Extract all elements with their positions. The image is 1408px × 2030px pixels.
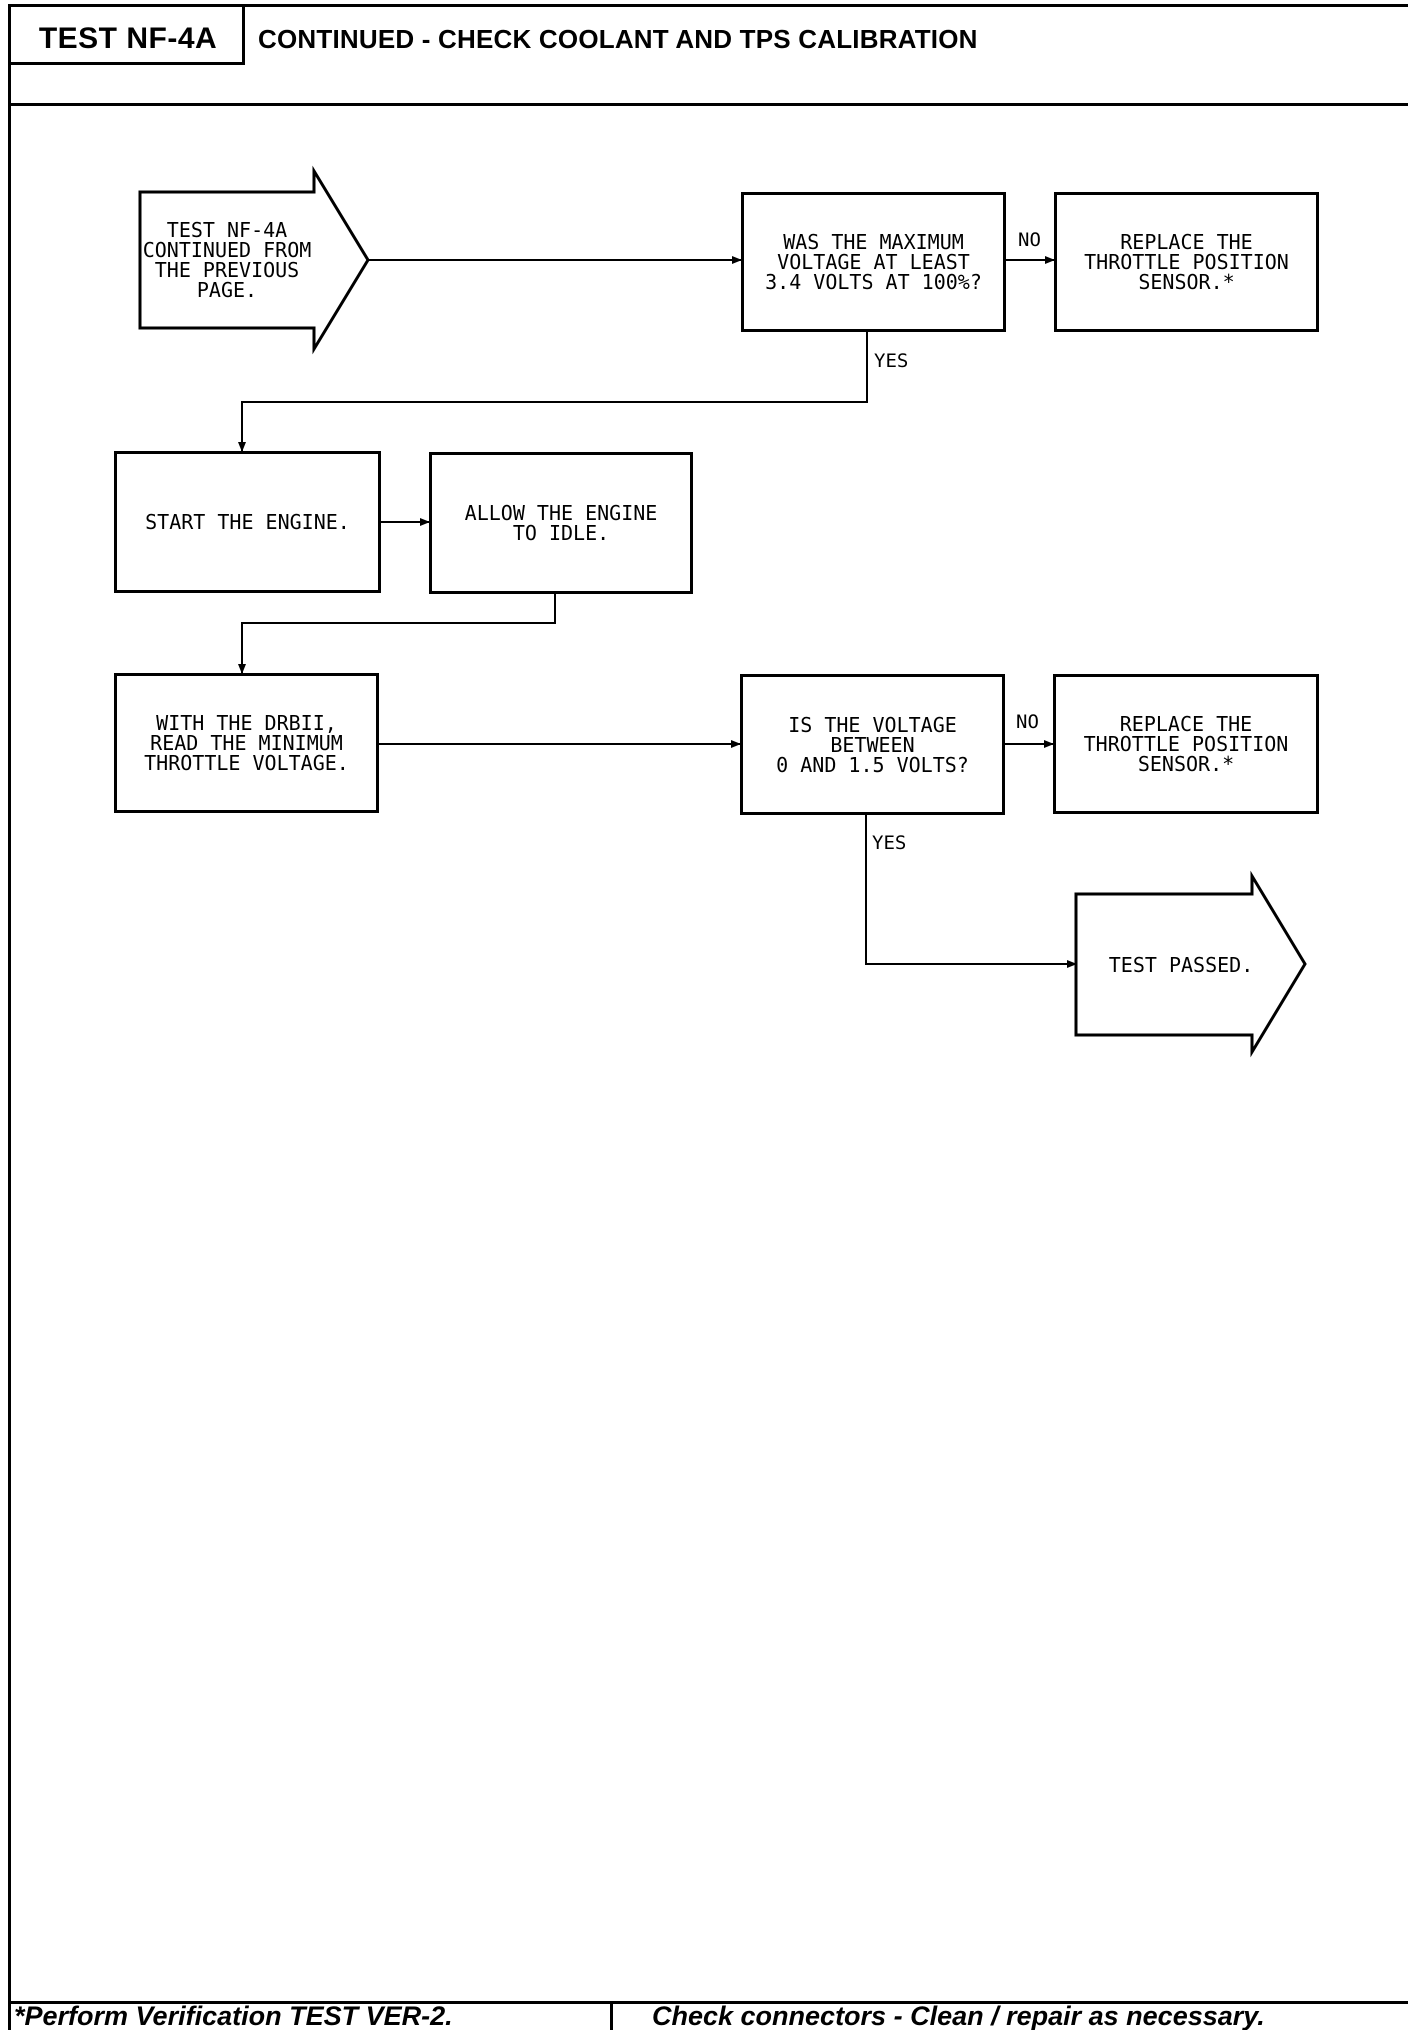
- page-title: CONTINUED - CHECK COOLANT AND TPS CALIBR…: [258, 23, 978, 54]
- q2-yes-label: YES: [872, 832, 907, 854]
- frame-left-border: [8, 4, 11, 2030]
- read-min-voltage-box: WITH THE DRBII, READ THE MINIMUM THROTTL…: [114, 673, 379, 813]
- connector-q1-yes: [238, 332, 868, 452]
- header-bottom-rule: [8, 103, 1408, 106]
- footer-verification-note: *Perform Verification TEST VER-2.: [14, 2001, 453, 2030]
- test-passed-text: TEST PASSED.: [1108, 952, 1254, 977]
- test-id-box-bottom: [8, 62, 244, 65]
- test-id: TEST NF-4A: [38, 22, 218, 55]
- replace-tps-box-1: REPLACE THE THROTTLE POSITION SENSOR.*: [1054, 192, 1319, 332]
- footer-divider: [610, 2001, 613, 2030]
- decision-max-voltage: WAS THE MAXIMUM VOLTAGE AT LEAST 3.4 VOL…: [741, 192, 1006, 332]
- start-arrow-shape: [138, 165, 370, 355]
- start-engine-box: START THE ENGINE.: [114, 451, 381, 593]
- q1-no-label: NO: [1018, 229, 1041, 251]
- footer-top-rule: [8, 2001, 1408, 2004]
- decision-voltage-range: IS THE VOLTAGE BETWEEN 0 AND 1.5 VOLTS?: [740, 674, 1005, 815]
- start-arrow-text: TEST NF-4A CONTINUED FROM THE PREVIOUS P…: [142, 218, 312, 302]
- connector-q2-yes: [865, 815, 1077, 968]
- connector-idle-to-read: [238, 594, 556, 674]
- frame-top-border: [8, 4, 1408, 7]
- replace-tps-box-2: REPLACE THE THROTTLE POSITION SENSOR.*: [1053, 674, 1319, 814]
- q1-yes-label: YES: [874, 350, 909, 372]
- q2-no-label: NO: [1016, 711, 1039, 733]
- test-id-box-divider: [242, 4, 245, 65]
- allow-idle-box: ALLOW THE ENGINE TO IDLE.: [429, 452, 693, 594]
- footer-connectors-note: Check connectors - Clean / repair as nec…: [652, 2001, 1265, 2030]
- end-arrow-shape: [1074, 870, 1307, 1058]
